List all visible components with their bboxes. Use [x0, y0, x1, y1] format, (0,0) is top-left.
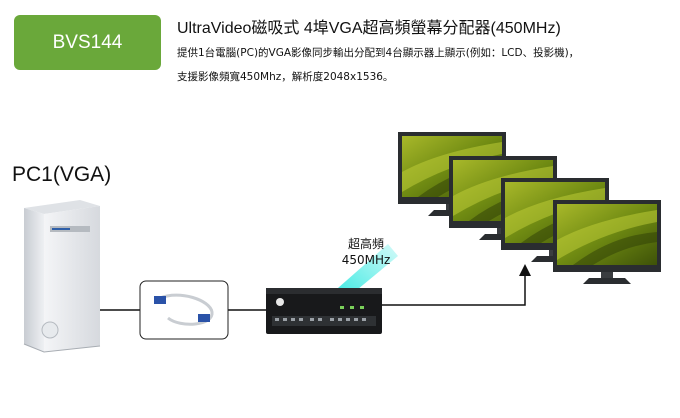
pc-tower-icon [23, 200, 101, 353]
signal-beam [338, 244, 398, 294]
description-line-1: 提供1台電腦(PC)的VGA影像同步輸出分配到4台顯示器上顯示(例如：LCD、投… [177, 47, 580, 59]
splitter-to-monitors-arrow [382, 264, 531, 306]
product-title: UltraVideo磁吸式 4埠VGA超高頻螢幕分配器(450MHz) [177, 20, 561, 37]
vga-cable-icon [139, 280, 229, 340]
monitor-icon [553, 200, 661, 284]
frequency-label: 超高頻 450MHz [330, 236, 402, 268]
product-code-badge: BVS144 [14, 15, 161, 70]
frequency-label-line-2: 450MHz [341, 253, 391, 267]
source-pc-label: PC1(VGA) [12, 163, 112, 186]
frequency-label-line-1: 超高頻 [347, 237, 384, 251]
description-line-2: 支援影像頻寬450Mhz，解析度2048x1536。 [177, 71, 394, 83]
product-description: 提供1台電腦(PC)的VGA影像同步輸出分配到4台顯示器上顯示(例如：LCD、投… [177, 41, 667, 89]
splitter-device-icon [266, 288, 382, 334]
